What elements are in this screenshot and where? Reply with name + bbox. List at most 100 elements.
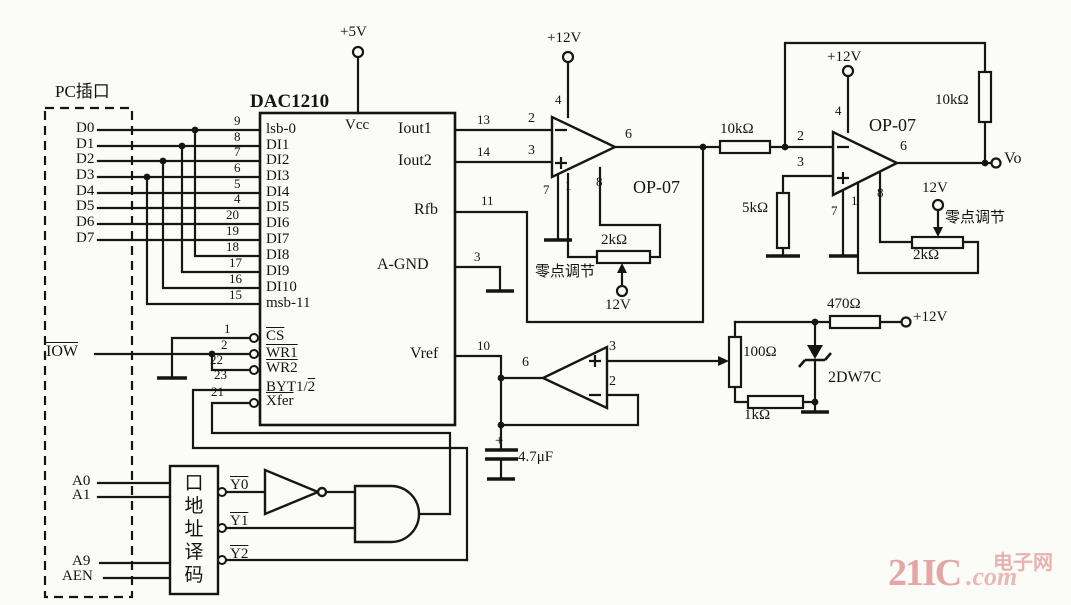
pin-name-xfer: Xfer (266, 393, 294, 409)
decoder-y0: Y0 (230, 477, 249, 493)
pin-name-agnd: A-GND (377, 256, 429, 273)
resistor-470 (828, 314, 882, 330)
op3-pin2: 2 (609, 374, 616, 389)
bus-line-d3: D3 (76, 167, 95, 183)
pot-100 (727, 335, 743, 389)
pin-num: 19 (226, 223, 239, 238)
aen-label: AEN (62, 568, 93, 584)
resistor-5k (775, 191, 791, 250)
pin-num: 6 (234, 160, 241, 175)
cap-polarity: + (495, 433, 504, 449)
pin-name-wr1: WR1 (266, 345, 298, 361)
pot-2k-op2 (910, 235, 965, 250)
op2-pin2: 2 (797, 129, 804, 144)
terminal-vo (990, 157, 1002, 169)
pin-num: 22 (210, 352, 223, 367)
zener-symbol (798, 345, 832, 368)
terminal-op2-12v (931, 198, 945, 212)
wiper-arrows (617, 227, 943, 366)
pin-num: 8 (234, 129, 241, 144)
vo-label: Vo (1004, 150, 1022, 167)
op2-name: OP-07 (869, 115, 917, 135)
pin-num: 17 (229, 255, 242, 270)
dac-box (258, 111, 457, 427)
pin-num: 9 (234, 113, 241, 128)
op1-name: OP-07 (633, 177, 681, 197)
op2-pin1: 1 (851, 193, 858, 208)
pin-num: 23 (214, 367, 227, 382)
pc-slot-title: PC插口 (55, 82, 110, 101)
op1-pin7: 7 (543, 182, 550, 197)
pin-name: DI2 (266, 152, 290, 168)
op1-pin2: 2 (528, 111, 535, 126)
op1-pin8: 8 (596, 174, 603, 189)
op2-rplus-value: 5kΩ (742, 200, 769, 216)
pin-name: DI9 (266, 263, 290, 279)
op2-zero-adjust: 零点调节 (945, 210, 1006, 226)
terminal-plus5v (351, 45, 365, 59)
supply-plus5v-label: +5V (340, 24, 367, 40)
decoder-label: 口地址译码 (184, 473, 204, 586)
bus-line-d1: D1 (76, 136, 95, 152)
dac-vcc-label: Vcc (345, 117, 370, 133)
and-gate-symbol (353, 484, 421, 544)
opamp3-symbol (540, 345, 609, 410)
op2-pin7: 7 (831, 203, 838, 218)
terminal-op2-plus12v (841, 64, 855, 78)
bus-line-d0: D0 (76, 120, 95, 136)
pin-name-cs: CS (266, 328, 285, 344)
pin-num: 7 (234, 144, 241, 159)
op1-pot-terminal: 12V (605, 297, 631, 313)
pin-name: DI3 (266, 168, 290, 184)
op3-pin6: 6 (522, 355, 529, 370)
pin-name: DI5 (266, 199, 290, 215)
op2-pin6: 6 (900, 139, 907, 154)
pin-name: lsb-0 (266, 121, 296, 137)
terminal-op1-plus12v (561, 50, 575, 64)
op3-pin3: 3 (609, 339, 616, 354)
inverter-symbol (263, 468, 322, 516)
ground-symbols (157, 238, 857, 481)
a0-label: A0 (72, 473, 91, 489)
pin-name-iout2: Iout2 (398, 152, 432, 169)
terminal-circles (351, 45, 1002, 328)
terminal-ref-plus12v (900, 316, 912, 328)
bus-line-d5: D5 (76, 198, 95, 214)
pin-name: DI8 (266, 247, 290, 263)
decoder-y2: Y2 (230, 546, 249, 562)
gate-symbols (263, 115, 900, 544)
pin-name-wr2: WR2 (266, 360, 298, 376)
op1-pin3: 3 (528, 143, 535, 158)
pin-num: 10 (477, 338, 490, 353)
ref-pot-value: 100Ω (743, 344, 777, 360)
op2-pot-terminal: 12V (922, 180, 948, 196)
pin-num: 18 (226, 239, 239, 254)
pin-num: 11 (481, 193, 494, 208)
resistor-10k-feedback (977, 70, 993, 124)
ref-r-bottom: 1kΩ (744, 407, 771, 423)
a9-label: A9 (72, 553, 91, 569)
op2-rin-value: 10kΩ (720, 121, 754, 137)
op2-pin3: 3 (797, 155, 804, 170)
pin-num: 1 (224, 321, 231, 336)
inverter-bubble (316, 486, 328, 498)
pin-name: DI4 (266, 184, 290, 200)
pin-num: 3 (474, 249, 481, 264)
op1-pin4: 4 (555, 92, 562, 107)
resistor-10k-input (718, 139, 772, 155)
pin-name-vref: Vref (410, 345, 439, 362)
pin-name: DI1 (266, 137, 290, 153)
zener-part-number: 2DW7C (828, 369, 882, 386)
decoder-y1: Y1 (230, 513, 249, 529)
pin-num: 5 (234, 176, 241, 191)
op2-pot-value: 2kΩ (913, 247, 940, 263)
bus-line-d2: D2 (76, 151, 95, 167)
a1-label: A1 (72, 487, 91, 503)
capacitor-symbol (485, 448, 518, 461)
pin-num: 14 (477, 144, 490, 159)
watermark-suffix: .com (966, 562, 1018, 591)
pin-num: 21 (211, 384, 224, 399)
pin-num: 4 (234, 191, 241, 206)
pin-num: 15 (229, 287, 242, 302)
